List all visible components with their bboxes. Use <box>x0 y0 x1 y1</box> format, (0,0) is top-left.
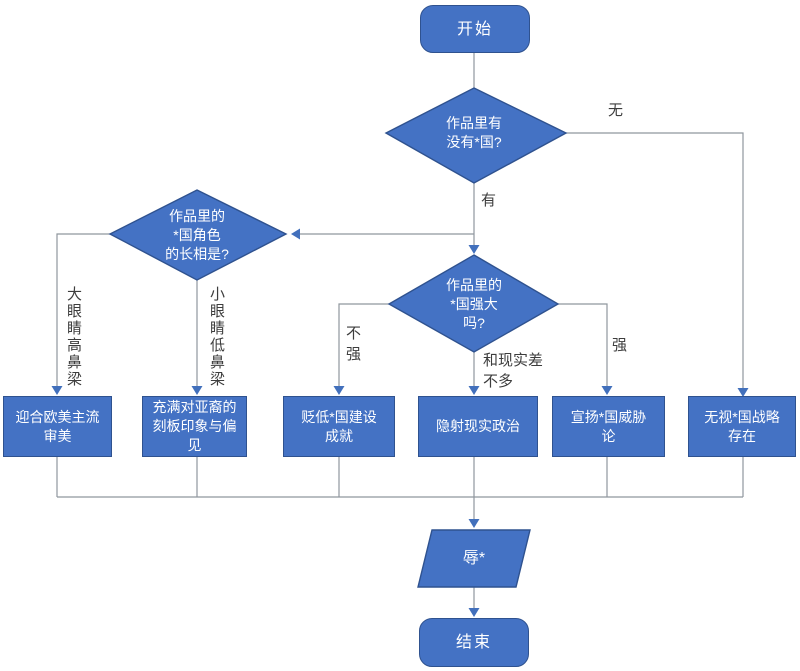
edge-bigeyes-to-cater <box>56 233 110 387</box>
decision-appearance-shape <box>108 189 288 281</box>
edge-label-not-strong: 不 强 <box>346 325 362 363</box>
process-cater-label: 迎合欧美主流 审美 <box>15 408 100 444</box>
process-belittle-node: 贬低*国建设 成就 <box>283 396 395 457</box>
process-threat-node: 宣扬*国威胁 论 <box>552 396 665 457</box>
start-node: 开始 <box>420 5 530 53</box>
process-threat-label: 宣扬*国威胁 论 <box>570 408 647 444</box>
arrowhead-into-belittle <box>333 386 345 395</box>
edge-label-strong: 强 <box>612 337 628 354</box>
edge-notstrong-to-belittle <box>338 303 389 387</box>
start-label: 开始 <box>456 20 493 38</box>
arrowhead-into-end <box>468 608 480 617</box>
process-ignore-node: 无视*国战略 存在 <box>688 396 796 457</box>
arrowhead-into-decision3 <box>468 245 480 254</box>
arrowhead-into-threat <box>601 386 613 395</box>
arrowhead-into-stereotype <box>191 386 203 395</box>
edge-label-similar: 和现实差 不多 <box>483 352 544 390</box>
process-cater-node: 迎合欧美主流 审美 <box>3 396 112 457</box>
arrowhead-into-result <box>468 519 480 528</box>
process-allude-node: 隐射现实政治 <box>418 396 538 457</box>
edge-label-big-eyes: 大眼睛高鼻梁 <box>65 286 82 388</box>
process-stereotype-label: 充满对亚裔的 刻板印象与偏 见 <box>152 399 237 453</box>
process-allude-label: 隐射现实政治 <box>436 418 520 434</box>
edge-strong-to-threat <box>558 303 608 387</box>
arrowhead-into-cater <box>51 386 63 395</box>
end-node: 结束 <box>419 618 529 667</box>
decision-strong-shape <box>387 254 560 353</box>
arrowhead-into-decision2 <box>291 228 300 240</box>
decision-has-country-shape <box>384 87 568 184</box>
process-belittle-label: 贬低*国建设 成就 <box>301 408 377 444</box>
edge-label-small-eyes: 小眼睛低鼻梁 <box>208 286 225 388</box>
edge-none-to-ignore <box>566 132 744 389</box>
end-label: 结束 <box>455 634 492 651</box>
edge-label-none: 无 <box>608 102 624 119</box>
io-result-shape <box>417 529 531 588</box>
edge-label-yes: 有 <box>481 192 497 209</box>
arrowhead-into-allude <box>468 386 480 395</box>
process-stereotype-node: 充满对亚裔的 刻板印象与偏 见 <box>142 396 247 457</box>
process-ignore-label: 无视*国战略 存在 <box>704 408 780 444</box>
arrowhead-into-ignore <box>737 388 749 397</box>
